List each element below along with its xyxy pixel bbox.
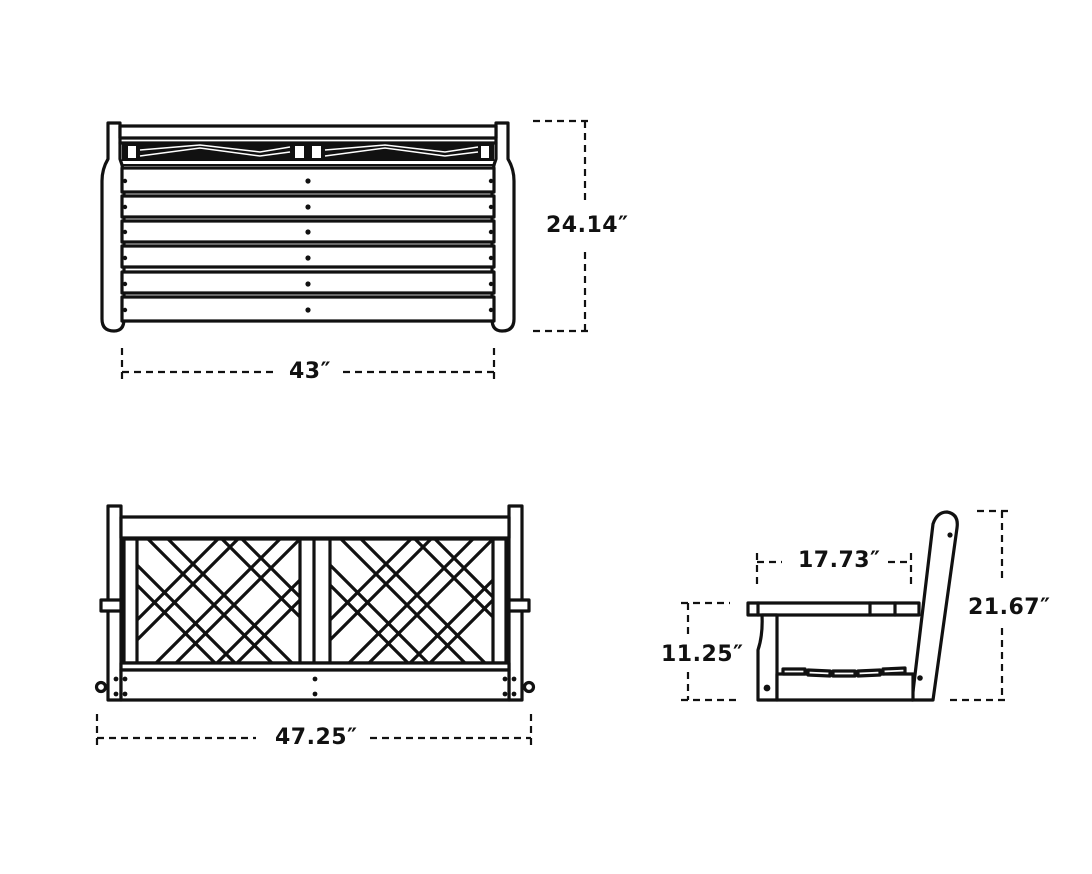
side-seat-slats [781, 666, 907, 678]
dimension-overall-width-label: 47.25″ [275, 725, 358, 750]
dimension-overall-height-label: 21.67″ [968, 595, 1051, 620]
dimension-seat-width-label: 43″ [289, 359, 331, 384]
dimension-depth-label: 24.14″ [546, 213, 629, 238]
lattice-panel-left [137, 539, 300, 663]
dimension-seat-height-label: 11.25″ [661, 642, 744, 667]
seat-slats [120, 166, 496, 323]
lattice-panel-right [330, 539, 493, 663]
dimension-seat-depth-label: 17.73″ [798, 548, 881, 573]
